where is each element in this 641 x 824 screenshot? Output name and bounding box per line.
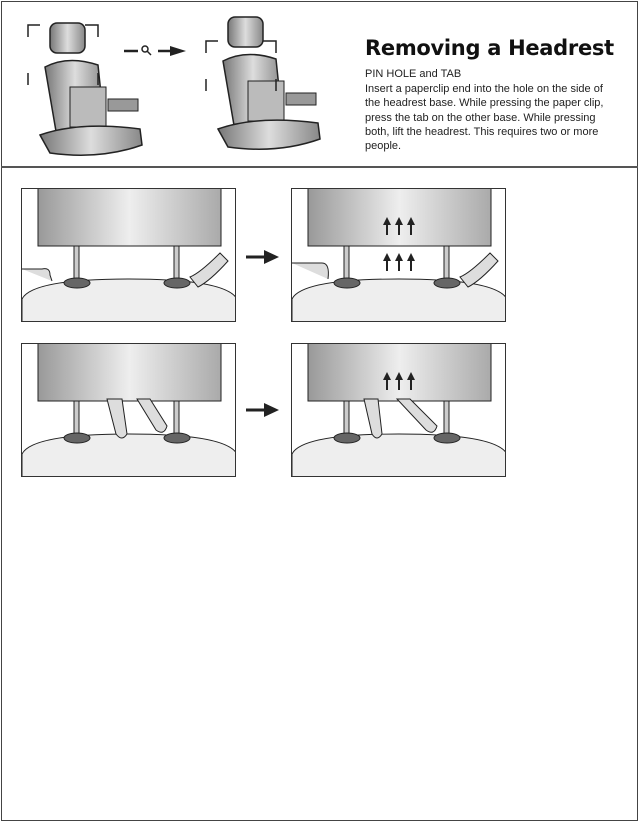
seat-before [27, 22, 143, 156]
arrow-right-icon [246, 250, 279, 264]
instructions-text: Insert a paperclip end into the hole on … [365, 83, 604, 153]
step1-panel [21, 188, 236, 322]
seat-after [205, 16, 321, 150]
page-title: Removing a Headrest [365, 36, 614, 60]
step3-panel [21, 343, 236, 477]
section-divider [1, 166, 638, 168]
seat-before-after-illustration [27, 16, 321, 156]
step4-panel [291, 343, 506, 477]
step2-panel [291, 188, 506, 322]
section-subtitle: PIN HOLE and TAB [365, 68, 462, 80]
arrow-right-icon [246, 403, 279, 417]
magnifier-icon [124, 45, 186, 56]
